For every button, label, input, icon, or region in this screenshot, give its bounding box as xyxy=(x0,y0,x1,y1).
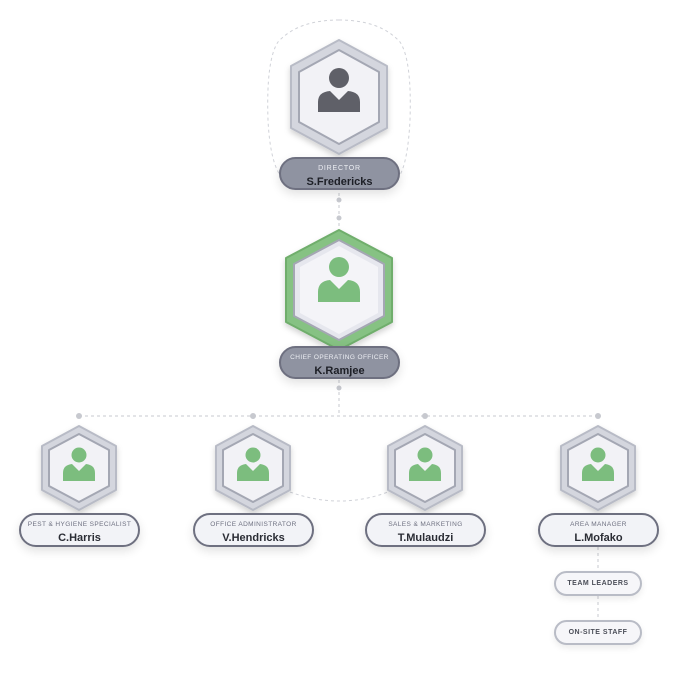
director-name: S.Fredericks xyxy=(306,176,373,188)
staff-title: PEST & HYGIENE SPECIALIST xyxy=(27,521,132,528)
connector-arc xyxy=(289,491,389,502)
sub-unit-pill-team-leaders[interactable]: TEAM LEADERS xyxy=(554,571,642,596)
person-icon xyxy=(318,68,360,112)
staff-hex-badge xyxy=(215,425,291,511)
staff-hex-badge xyxy=(41,425,117,511)
connector-dot xyxy=(595,413,601,419)
connector-dot xyxy=(422,413,428,419)
connector-dot xyxy=(336,215,342,221)
director-name-plate[interactable]: DIRECTOR S.Fredericks xyxy=(279,157,400,190)
director-title: DIRECTOR xyxy=(318,165,361,172)
director-hex-badge xyxy=(290,39,388,155)
staff-name: T.Mulaudzi xyxy=(397,532,454,544)
connector-dot xyxy=(250,413,256,419)
staff-name-plate[interactable]: OFFICE ADMINISTRATOR V.Hendricks xyxy=(193,513,314,547)
staff-name: V.Hendricks xyxy=(222,532,285,544)
coo-name: K.Ramjee xyxy=(314,365,365,377)
staff-name-plate[interactable]: AREA MANAGER L.Mofako xyxy=(538,513,659,547)
staff-name-plate[interactable]: PEST & HYGIENE SPECIALIST C.Harris xyxy=(19,513,140,547)
person-icon xyxy=(582,447,614,481)
person-icon xyxy=(237,447,269,481)
staff-name-plate[interactable]: SALES & MARKETING T.Mulaudzi xyxy=(365,513,486,547)
person-icon xyxy=(318,257,360,302)
connector-dot xyxy=(76,413,82,419)
staff-title: SALES & MARKETING xyxy=(388,521,463,528)
connector-dot xyxy=(336,197,342,203)
director-dashed-halo xyxy=(267,19,411,176)
staff-title: AREA MANAGER xyxy=(570,521,627,528)
coo-title: CHIEF OPERATING OFFICER xyxy=(290,354,389,361)
person-icon xyxy=(409,447,441,481)
staff-name: C.Harris xyxy=(58,532,101,544)
staff-hex-badge xyxy=(387,425,463,511)
person-icon xyxy=(63,447,95,481)
coo-name-plate[interactable]: CHIEF OPERATING OFFICER K.Ramjee xyxy=(279,346,400,379)
connector-dot xyxy=(336,385,342,391)
staff-hex-badge xyxy=(560,425,636,511)
sub-unit-pill-on-site-staff[interactable]: ON-SITE STAFF xyxy=(554,620,642,645)
staff-title: OFFICE ADMINISTRATOR xyxy=(210,521,297,528)
staff-name: L.Mofako xyxy=(574,532,623,544)
